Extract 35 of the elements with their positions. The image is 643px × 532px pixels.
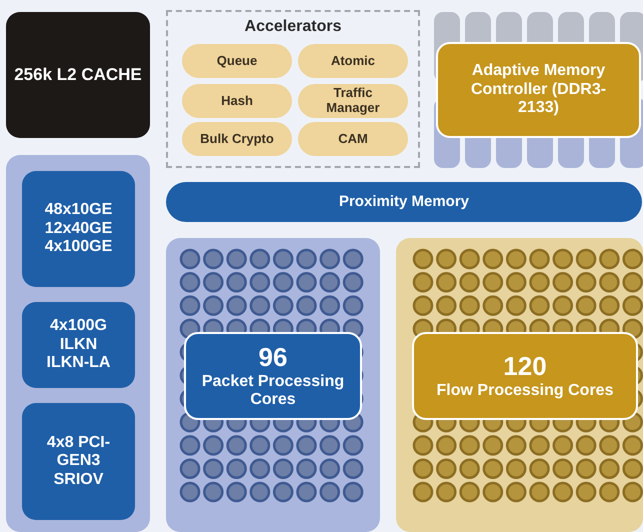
memory-controller-block [436,42,641,138]
accelerator-pill [182,122,292,156]
block-label: Atomic [330,54,376,68]
interface-block [22,302,135,388]
block-label: Packet Processing Cores [200,372,346,410]
block-label: Bulk Crypto [199,132,275,146]
block-label: 48x10GE 12x40GE 4x100GE [44,201,114,257]
accelerator-group [166,10,420,168]
block-label: CAM [337,132,369,146]
accelerator-pill [298,44,408,78]
accelerator-pill [182,84,292,118]
accelerator-pill [182,44,292,78]
block-label: Flow Processing Cores [436,382,614,400]
block-label: Hash [220,94,254,108]
accelerator-pill [298,122,408,156]
core-panel [396,238,643,532]
cache-block [6,12,150,138]
block-label: Accelerators [244,18,342,36]
core-block [412,332,638,420]
core-panel [166,238,380,532]
block-label: 4x8 PCI-GEN3 SRIOV [46,434,112,490]
accelerator-pill [298,84,408,118]
block-label: 256k L2 CACHE [13,65,143,85]
block-label: Traffic Manager [325,86,381,116]
core-count: 120 [502,352,548,382]
interface-block [22,171,135,287]
block-label: 4x100G ILKN ILKN-LA [46,317,112,373]
block-label: Adaptive Memory Controller (DDR3-2133) [470,62,608,118]
core-count: 96 [258,342,288,373]
interface-block [22,403,135,520]
block-label: Proximity Memory [338,193,470,211]
core-block [184,332,362,420]
block-label: Queue [216,54,258,68]
memory-bar [166,182,642,222]
io-panel [6,155,150,532]
